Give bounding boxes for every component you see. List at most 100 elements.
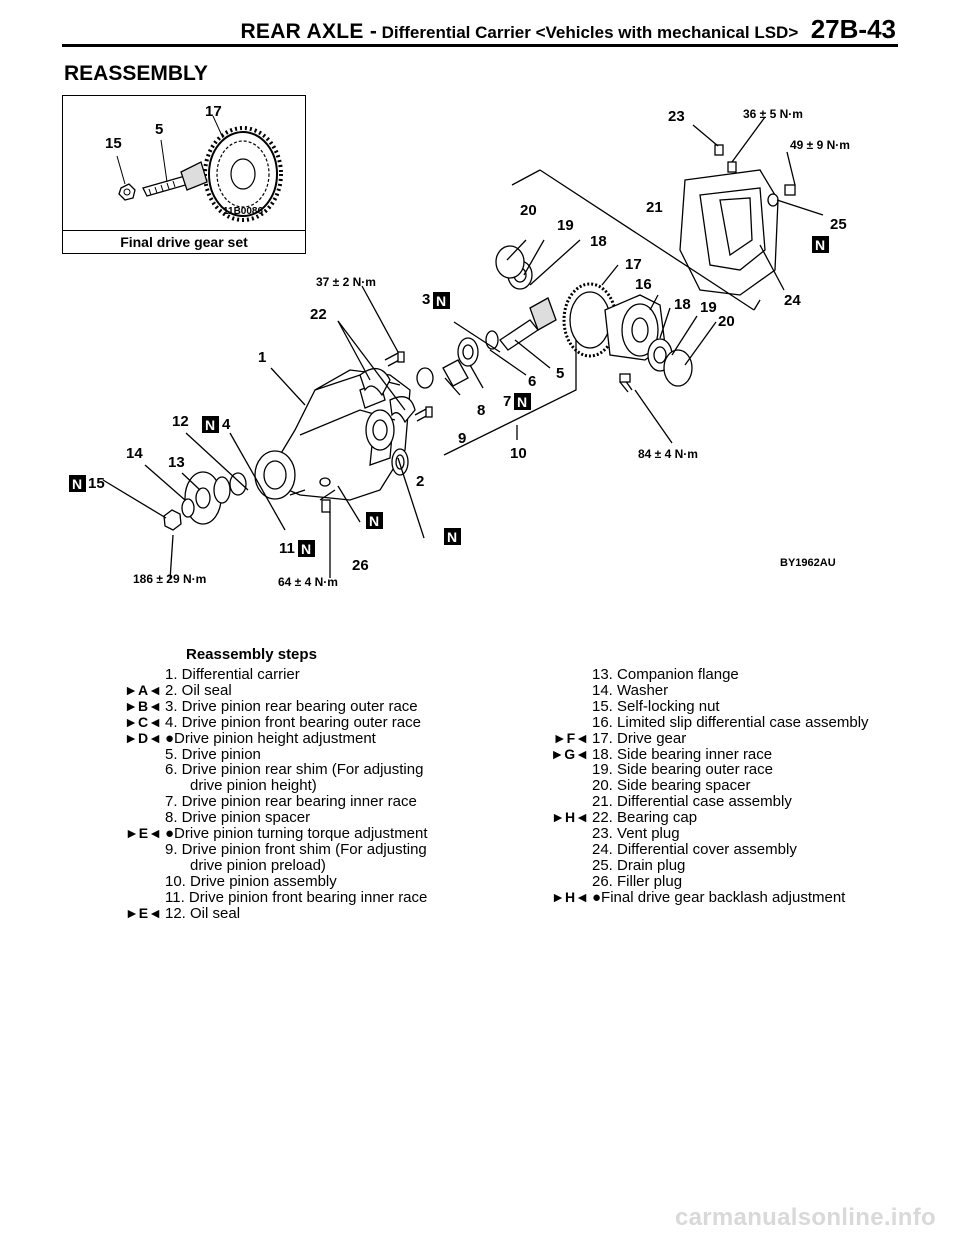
page-title: REASSEMBLY bbox=[64, 62, 208, 85]
differential-carrier-illustration bbox=[254, 369, 411, 501]
label-20a: 20 bbox=[520, 202, 537, 219]
list-item: ►G◄18. Side bearing inner race bbox=[550, 745, 773, 763]
inset-final-drive-gear-set: 15 5 17 11B0086 Final drive gear set bbox=[62, 95, 306, 254]
watermark: carmanualsonline.info bbox=[674, 1204, 936, 1231]
list-item: ►E◄●Drive pinion turning torque adjustme… bbox=[124, 825, 428, 843]
list-item: 13. Companion flange bbox=[592, 666, 739, 683]
svg-text:N: N bbox=[517, 394, 527, 410]
list-item: 9. Drive pinion front shim (For adjustin… bbox=[165, 840, 427, 874]
label-24: 24 bbox=[784, 292, 801, 309]
list-item: 6. Drive pinion rear shim (For adjusting… bbox=[165, 761, 424, 795]
label-5: 5 bbox=[556, 365, 564, 382]
label-20b: 20 bbox=[718, 313, 735, 330]
label-18b: 18 bbox=[674, 296, 691, 313]
n-mark-25: N bbox=[812, 236, 829, 253]
label-8: 8 bbox=[477, 402, 485, 419]
label-26: 26 bbox=[352, 557, 369, 574]
svg-text:N: N bbox=[447, 529, 457, 545]
inset-label-5: 5 bbox=[155, 121, 163, 138]
new-part-marks: N N N N N N N N bbox=[69, 236, 829, 557]
list-item: ►F◄17. Drive gear bbox=[552, 729, 687, 747]
list-item: 16. Limited slip differential case assem… bbox=[592, 713, 869, 731]
list-item: ►H◄●Final drive gear backlash adjustment bbox=[551, 888, 846, 906]
oil-seal-2-illustration bbox=[391, 448, 409, 476]
self-locking-nut-illustration bbox=[118, 183, 136, 201]
side-bearing-illustration bbox=[495, 245, 693, 387]
torque-vent-plug: 36 ± 5 N·m bbox=[743, 107, 803, 121]
torque-bearing-cap: 37 ± 2 N·m bbox=[316, 275, 376, 289]
list-item: 25. Drain plug bbox=[592, 856, 686, 874]
n-mark-7: N bbox=[514, 393, 531, 410]
exploded-view-diagram: 1 2 3 4 5 6 7 8 9 10 11 12 13 14 15 16 1… bbox=[69, 107, 850, 589]
list-item: 8. Drive pinion spacer bbox=[165, 809, 311, 827]
svg-text:N: N bbox=[815, 237, 825, 253]
label-14: 14 bbox=[126, 445, 143, 462]
inset-code: 11B0086 bbox=[223, 206, 263, 217]
label-11: 11 bbox=[279, 540, 295, 557]
list-item: 5. Drive pinion bbox=[165, 745, 261, 763]
label-19a: 19 bbox=[557, 217, 574, 234]
inset-caption: Final drive gear set bbox=[63, 230, 305, 253]
list-item: ►E◄12. Oil seal bbox=[124, 904, 241, 922]
list-item: 14. Washer bbox=[592, 681, 669, 699]
n-mark-3: N bbox=[433, 292, 450, 309]
page-header: REAR AXLE - Differential Carrier <Vehicl… bbox=[240, 14, 896, 45]
steps-left-column: 1. Differential carrier ►A◄2. Oil seal ►… bbox=[84, 667, 484, 922]
list-item: 10. Drive pinion assembly bbox=[165, 872, 337, 890]
bearing-cap-bolt-illustration bbox=[384, 351, 433, 422]
filler-plug-illustration bbox=[319, 477, 331, 513]
steps-right-column: 13. Companion flange 14. Washer 15. Self… bbox=[540, 667, 890, 906]
torque-case-bolt: 84 ± 4 N·m bbox=[638, 447, 698, 461]
label-3: 3 bbox=[422, 291, 430, 308]
case-bolt-illustration bbox=[619, 373, 633, 393]
svg-text:N: N bbox=[436, 293, 446, 309]
label-6: 6 bbox=[528, 373, 536, 390]
torque-drain-plug: 49 ± 9 N·m bbox=[790, 138, 850, 152]
section-subtitle: Differential Carrier <Vehicles with mech… bbox=[381, 23, 799, 42]
part-number-labels: 1 2 3 4 5 6 7 8 9 10 11 12 13 14 15 16 1… bbox=[88, 107, 850, 589]
steps-title: Reassembly steps bbox=[186, 646, 317, 663]
n-mark-2: N bbox=[444, 528, 461, 545]
vent-plug-illustration bbox=[714, 144, 737, 173]
label-23: 23 bbox=[668, 108, 685, 125]
svg-text:N: N bbox=[72, 476, 82, 492]
label-18a: 18 bbox=[590, 233, 607, 250]
header-rule bbox=[62, 44, 898, 47]
diagram-code: BY1962AU bbox=[780, 557, 836, 569]
svg-text:N: N bbox=[301, 541, 311, 557]
drain-plug-illustration bbox=[767, 184, 796, 207]
list-item: 23. Vent plug bbox=[592, 825, 680, 843]
inset-illustration: 15 5 17 11B0086 bbox=[105, 103, 283, 222]
label-16: 16 bbox=[635, 276, 652, 293]
list-item: 11. Drive pinion front bearing inner rac… bbox=[165, 888, 428, 906]
torque-self-locking-nut: 186 ± 29 N·m bbox=[133, 572, 206, 586]
drive-gear-illustration bbox=[203, 126, 283, 222]
list-item: 21. Differential case assembly bbox=[592, 793, 792, 811]
svg-text:N: N bbox=[205, 417, 215, 433]
list-item: 7. Drive pinion rear bearing inner race bbox=[165, 793, 417, 811]
list-item: ►A◄2. Oil seal bbox=[124, 681, 232, 699]
list-item: ►B◄3. Drive pinion rear bearing outer ra… bbox=[124, 697, 418, 715]
list-item: 1. Differential carrier bbox=[165, 666, 300, 683]
svg-text:N: N bbox=[369, 513, 379, 529]
label-25: 25 bbox=[830, 216, 847, 233]
label-22: 22 bbox=[310, 306, 327, 323]
page-number: 27B-43 bbox=[810, 14, 896, 44]
n-mark-15: N bbox=[69, 475, 86, 492]
list-item: 20. Side bearing spacer bbox=[592, 777, 751, 795]
list-item: 26. Filler plug bbox=[592, 872, 683, 890]
label-9: 9 bbox=[458, 430, 466, 447]
label-15: 15 bbox=[88, 475, 105, 492]
label-10: 10 bbox=[510, 445, 527, 462]
torque-filler-plug: 64 ± 4 N·m bbox=[278, 575, 338, 589]
label-2: 2 bbox=[416, 473, 424, 490]
n-mark-26: N bbox=[366, 512, 383, 529]
label-7: 7 bbox=[503, 393, 511, 410]
drive-pinion-illustration bbox=[142, 161, 208, 197]
label-19b: 19 bbox=[700, 299, 717, 316]
label-4: 4 bbox=[222, 416, 231, 433]
label-13: 13 bbox=[168, 454, 185, 471]
list-item: ►C◄4. Drive pinion front bearing outer r… bbox=[124, 713, 421, 731]
list-item: 24. Differential cover assembly bbox=[592, 840, 797, 858]
list-item: ►D◄●Drive pinion height adjustment bbox=[124, 729, 376, 747]
